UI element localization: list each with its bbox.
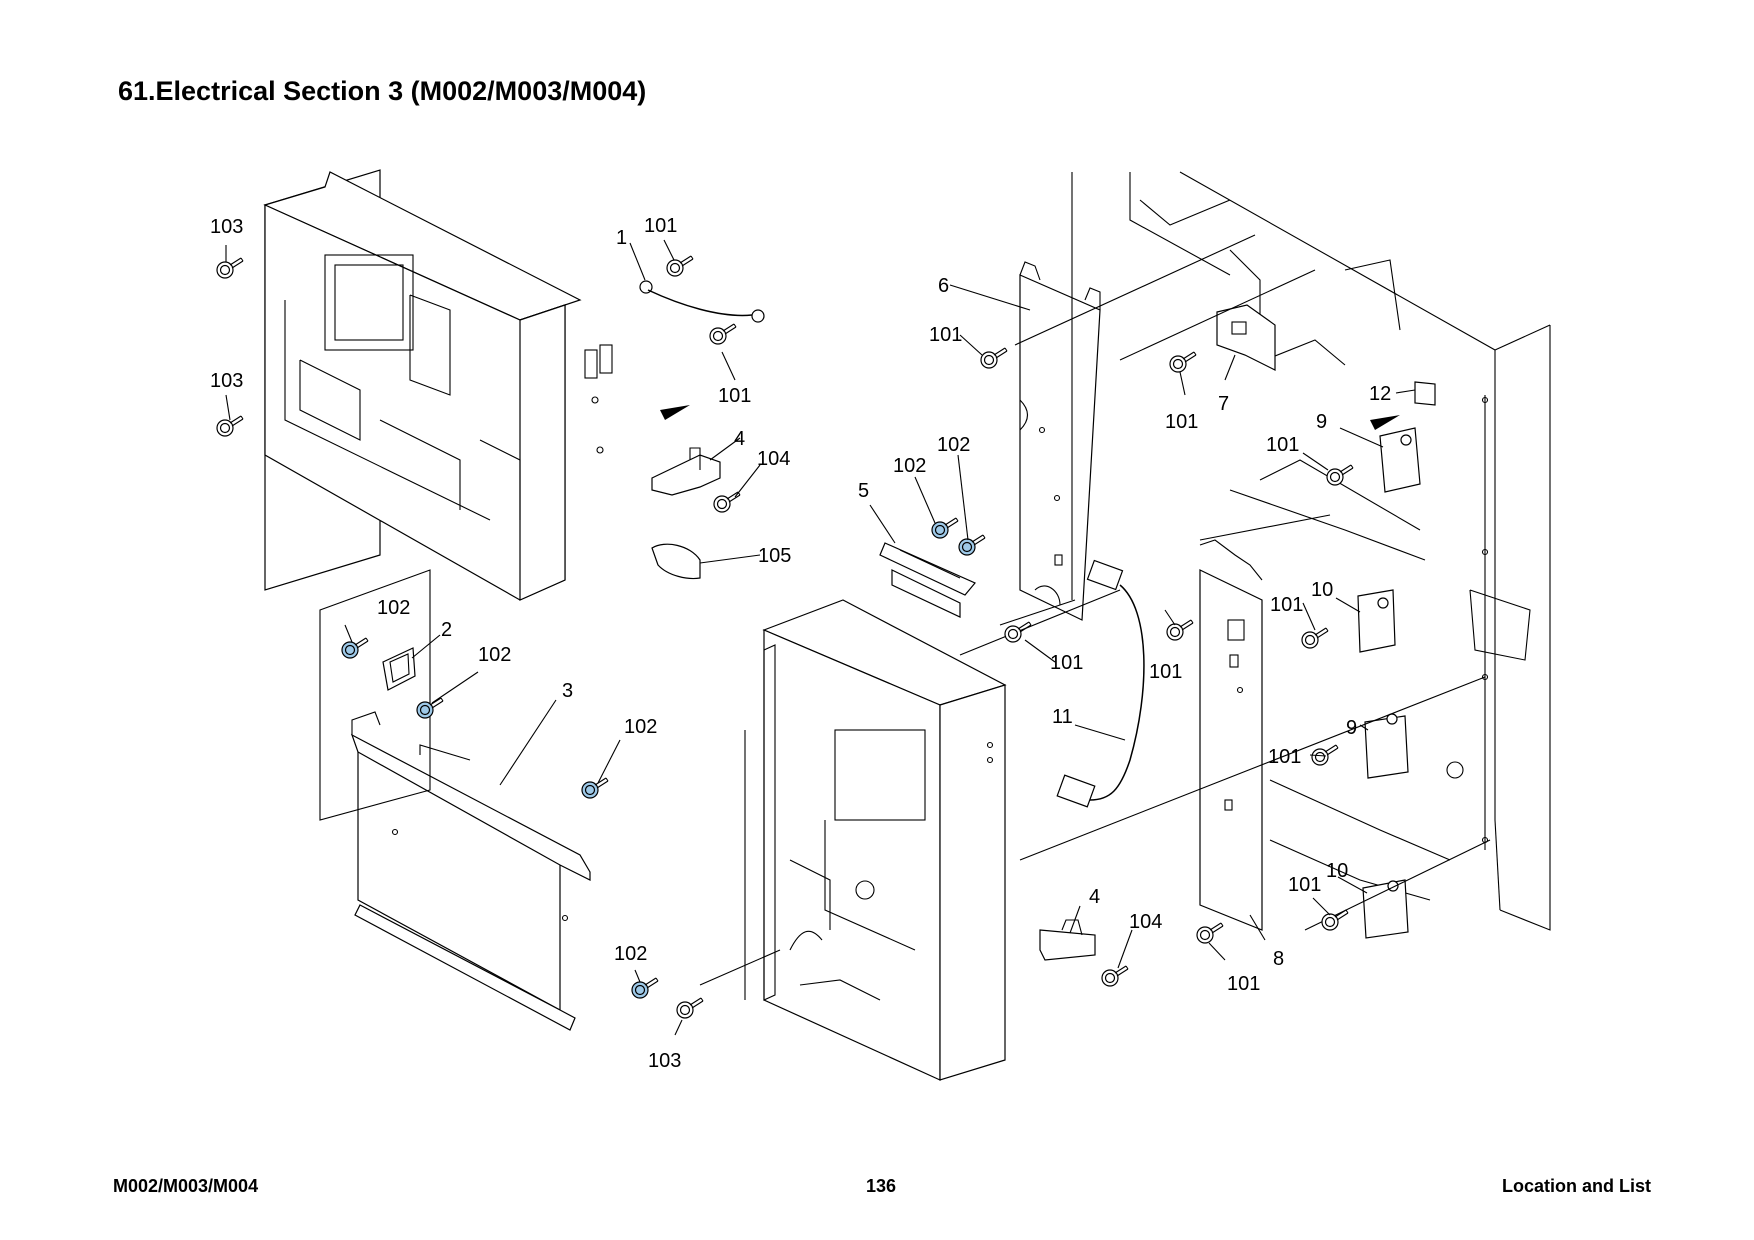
callout-102-f: 102 (614, 943, 647, 965)
callout-101-a: 101 (644, 215, 677, 237)
bracket-7 (1216, 304, 1276, 371)
callout-101-f: 101 (1266, 434, 1299, 456)
footer-section: Location and List (1501, 1176, 1651, 1196)
callout-2: 2 (441, 619, 452, 641)
bracket-5 (879, 542, 976, 618)
hinge-9-upper (1379, 427, 1421, 493)
callout-5: 5 (858, 480, 869, 502)
callout-101-b: 101 (718, 385, 751, 407)
page-title: 61.Electrical Section 3 (M002/M003/M004) (118, 76, 647, 106)
ground-cable-1 (639, 280, 765, 323)
bracket-2 (382, 647, 416, 691)
footer-model: M002/M003/M004 (113, 1176, 259, 1196)
callout-10-a: 10 (1311, 579, 1333, 601)
callout-101-h: 101 (1270, 594, 1303, 616)
callout-101-d: 101 (1050, 652, 1083, 674)
callout-12: 12 (1369, 383, 1391, 405)
callout-103-a: 103 (210, 216, 243, 238)
callout-105: 105 (758, 545, 791, 567)
callout-101-j: 101 (1288, 874, 1321, 896)
footer-page-number: 136 (866, 1176, 897, 1196)
callout-9-b: 9 (1346, 717, 1357, 739)
callout-8: 8 (1273, 948, 1284, 970)
bracket-6 (1019, 261, 1101, 621)
bracket-plate-3 (319, 569, 591, 1031)
controller-box-upper (263, 169, 613, 601)
callout-9-a: 9 (1316, 411, 1327, 433)
callout-101-k: 101 (1227, 973, 1260, 995)
hinge-9-lower (1364, 713, 1409, 779)
power-supply-box (744, 599, 1007, 1081)
callout-10-b: 10 (1326, 860, 1348, 882)
callout-102-b: 102 (937, 434, 970, 456)
callout-7: 7 (1218, 393, 1229, 415)
label-12 (1414, 381, 1436, 406)
callout-3: 3 (562, 680, 573, 702)
callout-6: 6 (938, 275, 949, 297)
bracket-4-lower (1039, 919, 1096, 961)
callout-101-e: 101 (1165, 411, 1198, 433)
callout-102-c: 102 (377, 597, 410, 619)
clamp-105 (651, 543, 701, 580)
callout-4-a: 4 (734, 428, 745, 450)
callout-103-c: 103 (648, 1050, 681, 1072)
callout-4-b: 4 (1089, 886, 1100, 908)
callout-102-d: 102 (478, 644, 511, 666)
callout-101-i: 101 (1268, 746, 1301, 768)
callout-11: 11 (1052, 706, 1073, 728)
callout-102-e: 102 (624, 716, 657, 738)
callout-101-c: 101 (929, 324, 962, 346)
assembly-lines (699, 234, 1491, 986)
bracket-8 (1199, 539, 1263, 931)
hinge-10-upper (1357, 589, 1396, 653)
callout-104-a: 104 (757, 448, 790, 470)
callout-104-b: 104 (1129, 911, 1162, 933)
main-chassis-right (1071, 171, 1551, 931)
callout-1: 1 (616, 227, 627, 249)
callout-102-a: 102 (893, 455, 926, 477)
bracket-4-upper (651, 447, 721, 496)
cable-11 (1056, 559, 1145, 808)
hinge-10-lower (1362, 879, 1409, 939)
leader-lines (225, 239, 1416, 1036)
callout-101-g: 101 (1149, 661, 1182, 683)
callout-103-b: 103 (210, 370, 243, 392)
